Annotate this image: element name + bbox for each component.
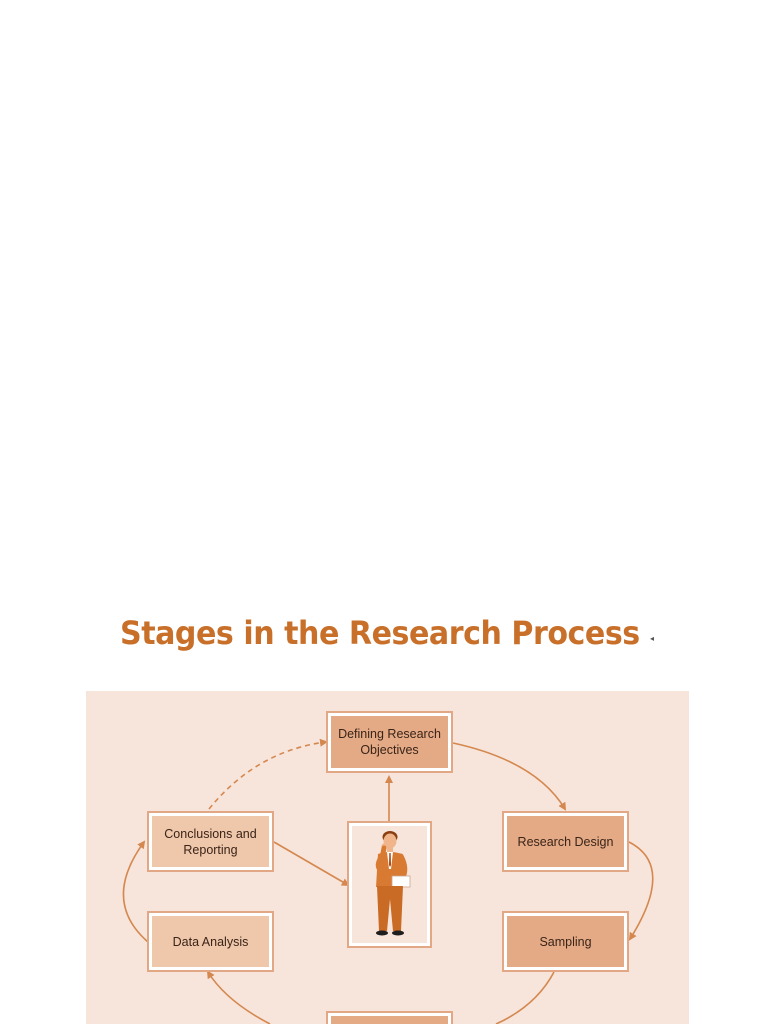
stage-design-label: Research Design <box>507 816 624 867</box>
research-process-diagram: Defining Research Objectives Conclusions… <box>86 691 689 1024</box>
stage-data-analysis: Data Analysis <box>147 911 274 972</box>
stage-conclusions-label: Conclusions and Reporting <box>152 816 269 867</box>
stage-bottom-partial <box>326 1011 453 1024</box>
arrow-defining-to-design <box>452 742 567 811</box>
flow-arrows <box>122 738 654 1024</box>
researcher-figure-icon <box>375 831 410 936</box>
stage-sampling-label: Sampling <box>507 916 624 967</box>
arrow-conclusions-to-center <box>273 841 350 887</box>
stage-conclusions-and-reporting: Conclusions and Reporting <box>147 811 274 872</box>
arrow-conclusions-to-defining <box>208 738 328 810</box>
stage-research-design: Research Design <box>502 811 629 872</box>
arrow-analysis-to-conclusions <box>122 840 149 943</box>
arrow-design-to-sampling <box>628 841 654 941</box>
page-title: Stages in the Research Process <box>120 614 640 652</box>
stage-sampling: Sampling <box>502 911 629 972</box>
arrow-sampling-to-next <box>495 971 555 1024</box>
stage-defining-research-objectives: Defining Research Objectives <box>326 711 453 773</box>
stray-mark: ◂ <box>650 634 655 643</box>
arrow-next-to-analysis <box>206 970 271 1024</box>
researcher-figure-frame <box>347 821 432 948</box>
stage-analysis-label: Data Analysis <box>152 916 269 967</box>
stage-defining-label: Defining Research Objectives <box>331 716 448 768</box>
